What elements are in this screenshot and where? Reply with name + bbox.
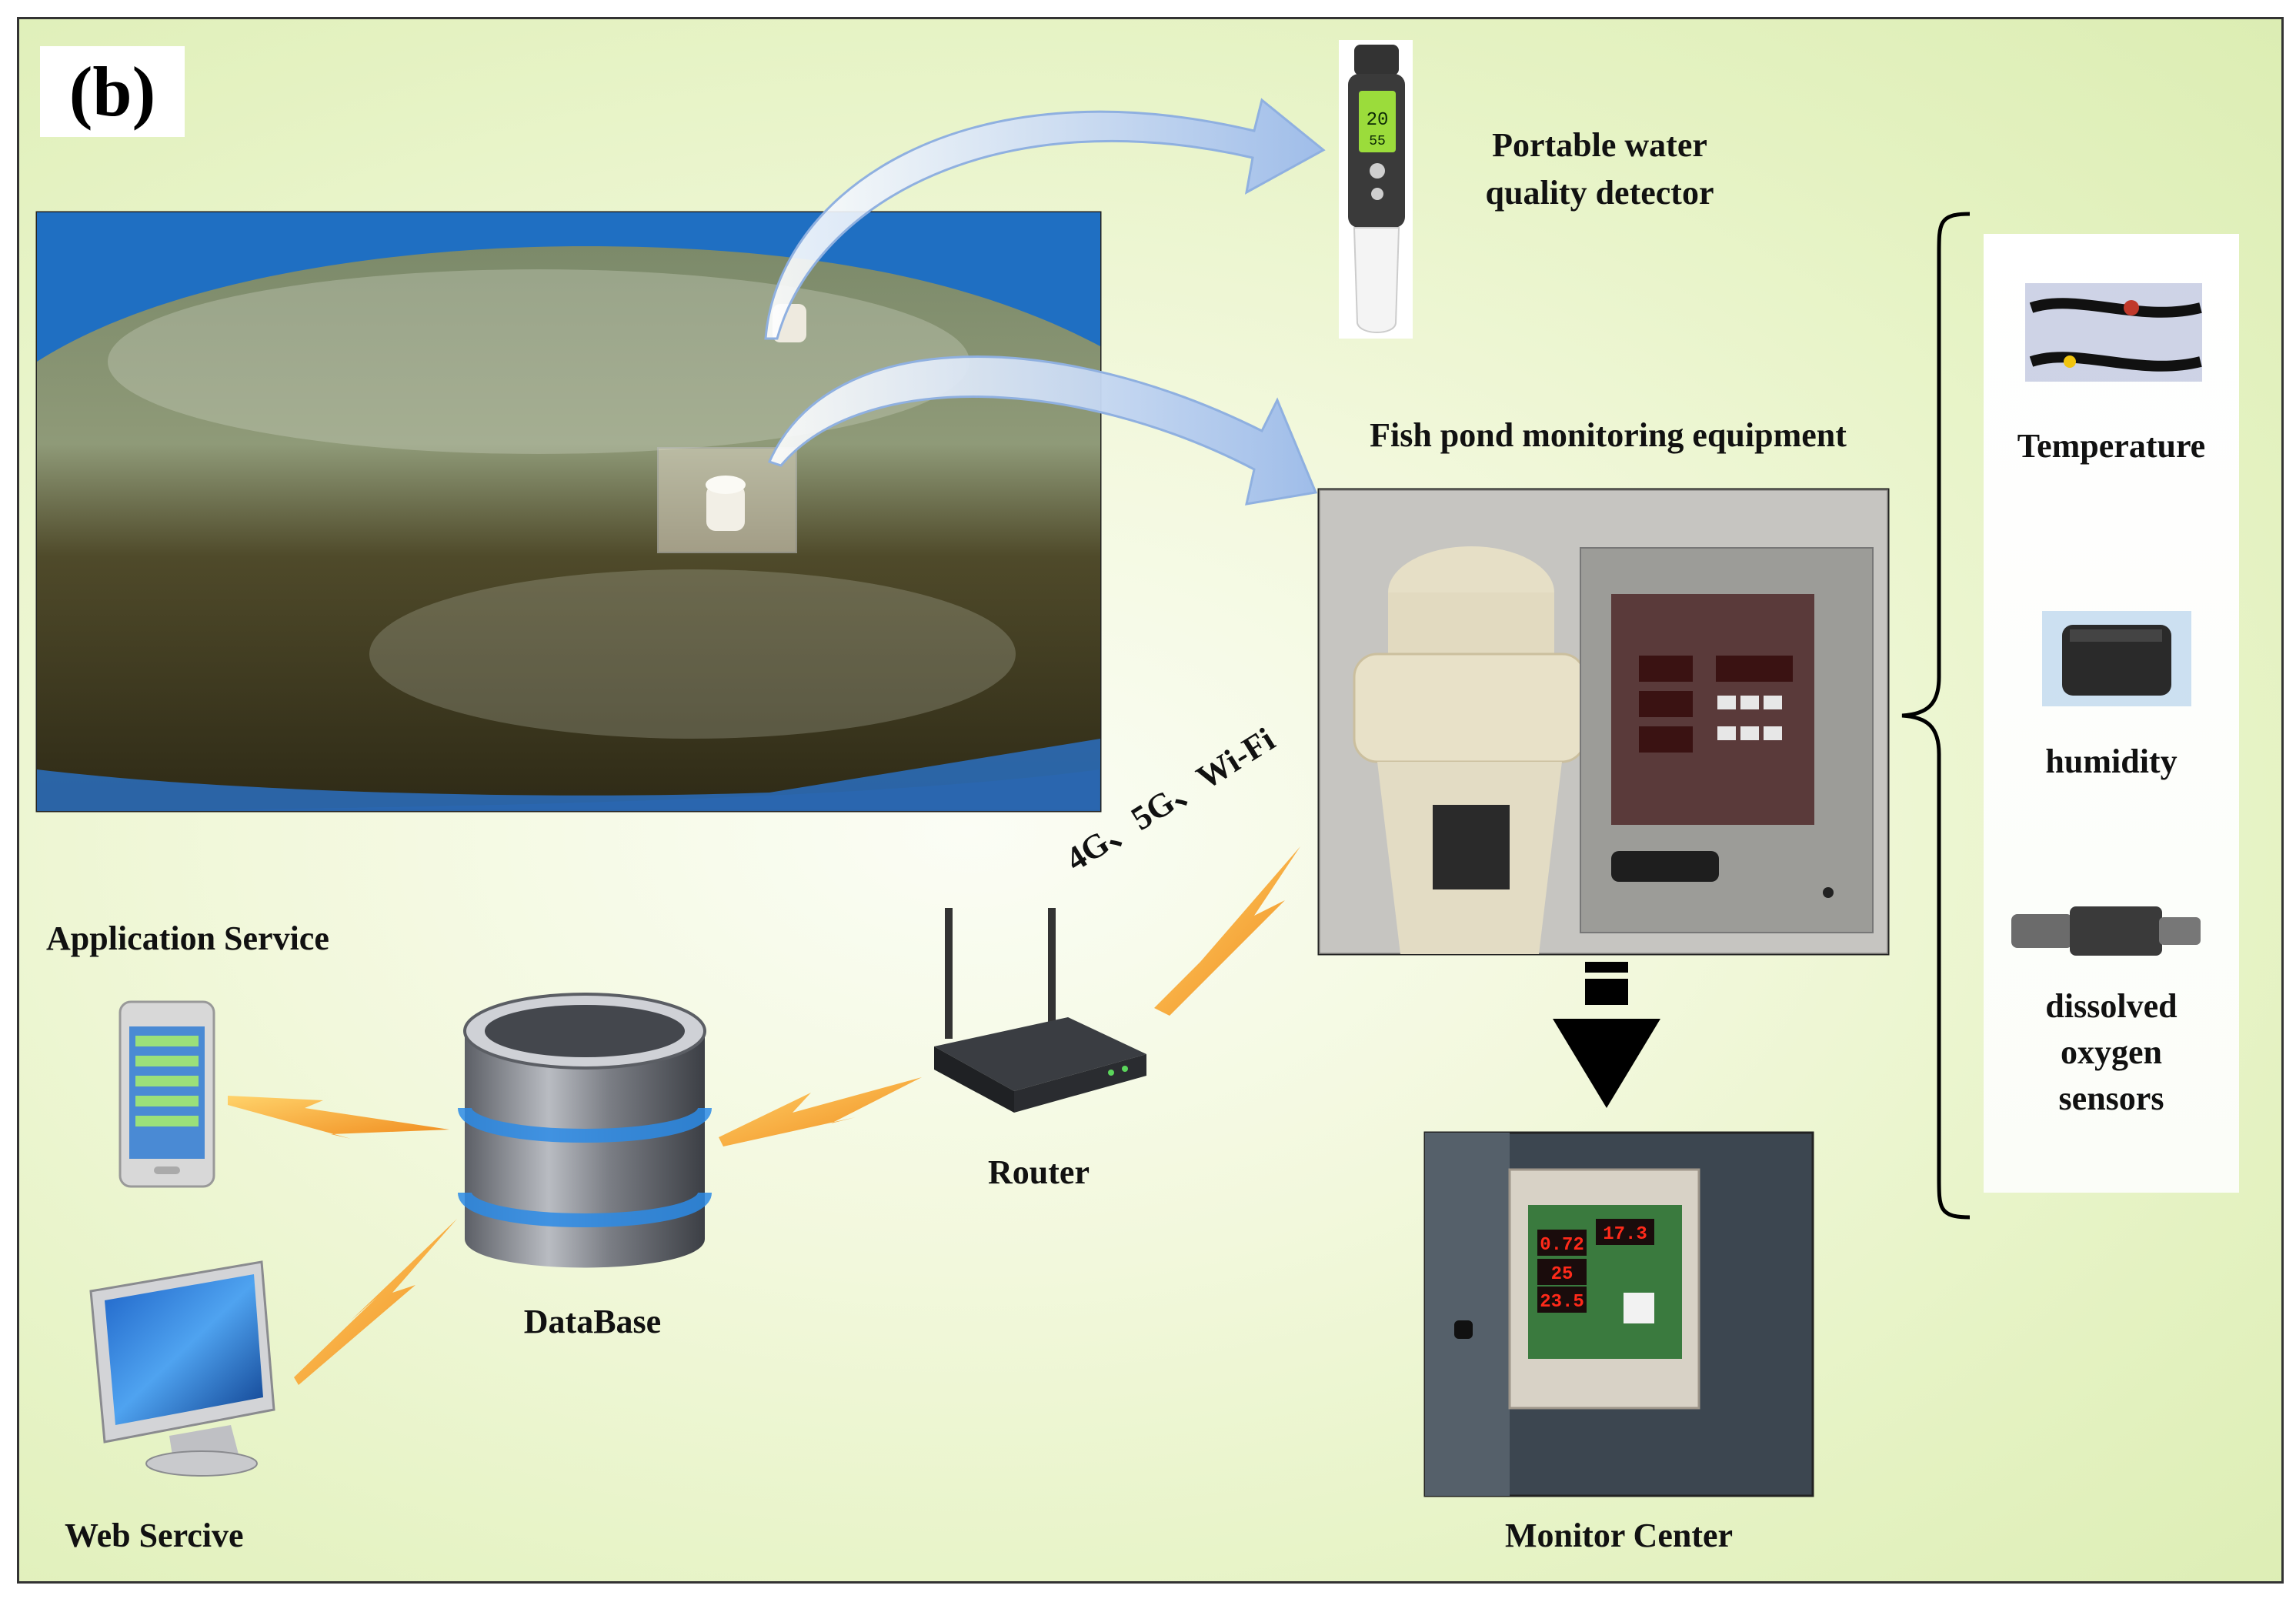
down-arrow <box>1553 962 1660 1108</box>
lightning-bolt-monitor-db <box>294 1219 457 1385</box>
arrow-to-detector <box>764 98 1326 340</box>
figure-label: (b) <box>40 46 185 137</box>
lightning-bolt-router-equipment <box>1154 846 1300 1016</box>
detector-value-2: 55 <box>1369 134 1386 149</box>
application-service-label: Application Service <box>46 919 329 957</box>
monitor-value-2: 17.3 <box>1603 1224 1647 1245</box>
dissolved-oxygen-label: dissolved oxygen sensors <box>2045 987 2178 1117</box>
fish-pond-equipment-label: Fish pond monitoring equipment <box>1370 416 1847 454</box>
monitor-center-photo: 0.72 17.3 25 23.5 <box>1423 1131 1814 1497</box>
portable-detector-label: Portable water quality detector <box>1485 126 1714 212</box>
detector-value-1: 20 <box>1367 110 1389 131</box>
dissolved-oxygen-sensor-image <box>2011 906 2201 956</box>
monitoring-equipment-photo <box>1317 488 1890 956</box>
humidity-sensor-image <box>2042 611 2191 706</box>
lightning-bolt-db-router <box>719 1077 922 1146</box>
database-label: DataBase <box>523 1303 662 1340</box>
temperature-sensor-image <box>2025 283 2202 382</box>
database-icon <box>458 993 712 1268</box>
web-service-label: Web Sercive <box>65 1517 244 1554</box>
humidity-label: humidity <box>2045 743 2178 780</box>
monitor-value-4: 23.5 <box>1540 1292 1584 1313</box>
desktop-monitor-icon <box>89 1260 275 1477</box>
monitor-center-label: Monitor Center <box>1504 1517 1734 1554</box>
lightning-bolt-phone-db <box>228 1096 449 1139</box>
router-icon <box>934 908 1146 1113</box>
portable-detector-image: 20 55 <box>1339 40 1413 339</box>
router-label: Router <box>988 1153 1090 1191</box>
temperature-label: Temperature <box>2017 427 2206 465</box>
pond-photo <box>35 211 1102 813</box>
arrow-to-equipment <box>767 355 1318 506</box>
sensor-bracket <box>1901 212 1971 1220</box>
phone-icon <box>118 1000 215 1188</box>
monitor-value-1: 0.72 <box>1540 1235 1584 1256</box>
monitor-value-3: 25 <box>1551 1264 1573 1285</box>
sensor-panel <box>1984 234 2239 1193</box>
